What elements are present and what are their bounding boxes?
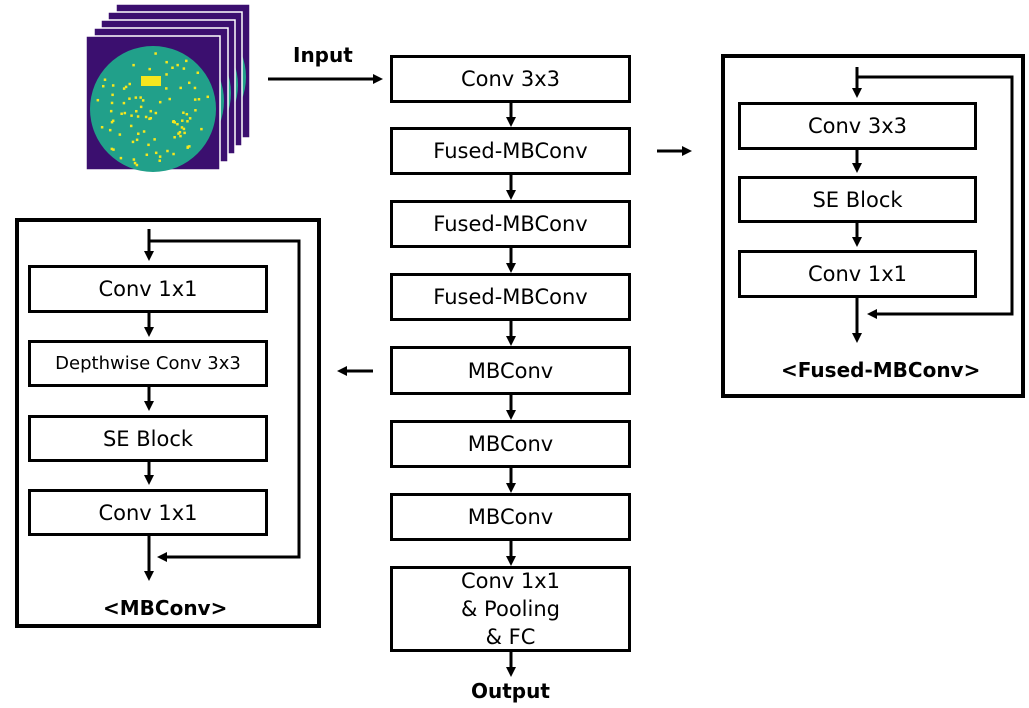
mb-block-depthwise: Depthwise Conv 3x3 <box>28 340 268 387</box>
wafer-map-input-image <box>86 4 251 172</box>
fused-skip-connection <box>857 75 1014 319</box>
wafer-layer <box>86 35 221 172</box>
stack-block-conv3x3: Conv 3x3 <box>390 55 631 103</box>
stack-block-fused-mbconv-3: Fused-MBConv <box>390 273 631 321</box>
stack-block-mbconv-3: MBConv <box>390 493 631 541</box>
mb-skip-connection <box>149 239 301 562</box>
output-label: Output <box>471 679 550 703</box>
mb-block-conv1x1-b: Conv 1x1 <box>28 489 268 536</box>
fused-block-conv3x3: Conv 3x3 <box>738 102 977 150</box>
fused-mbconv-panel <box>721 54 1025 398</box>
fused-block-se: SE Block <box>738 176 977 223</box>
stack-block-mbconv-1: MBConv <box>390 346 631 395</box>
mbconv-panel <box>15 218 321 628</box>
input-label: Input <box>293 43 353 67</box>
fused-block-conv1x1: Conv 1x1 <box>738 250 977 298</box>
mb-block-conv1x1-a: Conv 1x1 <box>28 265 268 313</box>
fused-mbconv-panel-title: <Fused-MBConv> <box>781 358 981 382</box>
stack-block-head: Conv 1x1 & Pooling & FC <box>390 566 631 652</box>
mbconv-panel-title: <MBConv> <box>103 596 228 620</box>
stack-block-fused-mbconv-2: Fused-MBConv <box>390 200 631 248</box>
head-line-1: Conv 1x1 <box>460 569 561 593</box>
head-line-2: & Pooling <box>461 597 560 621</box>
stack-block-mbconv-2: MBConv <box>390 420 631 468</box>
mb-block-se: SE Block <box>28 415 268 462</box>
head-line-3: & FC <box>485 625 536 649</box>
stack-block-fused-mbconv-1: Fused-MBConv <box>390 127 631 175</box>
